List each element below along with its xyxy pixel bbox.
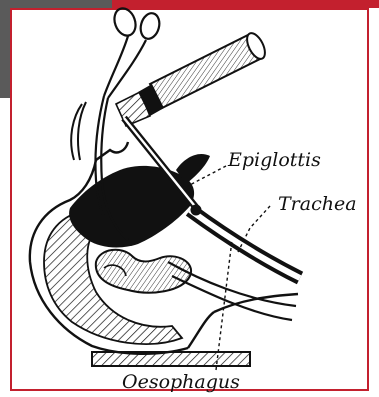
- label-oesophagus: Oesophagus: [122, 371, 240, 393]
- label-leaders: [184, 166, 270, 370]
- base-support: [92, 352, 250, 366]
- label-epiglottis: Epiglottis: [227, 149, 321, 171]
- tongue: [96, 250, 191, 293]
- laryngoscope-handle: [116, 30, 269, 126]
- label-trachea: Trachea: [278, 193, 357, 215]
